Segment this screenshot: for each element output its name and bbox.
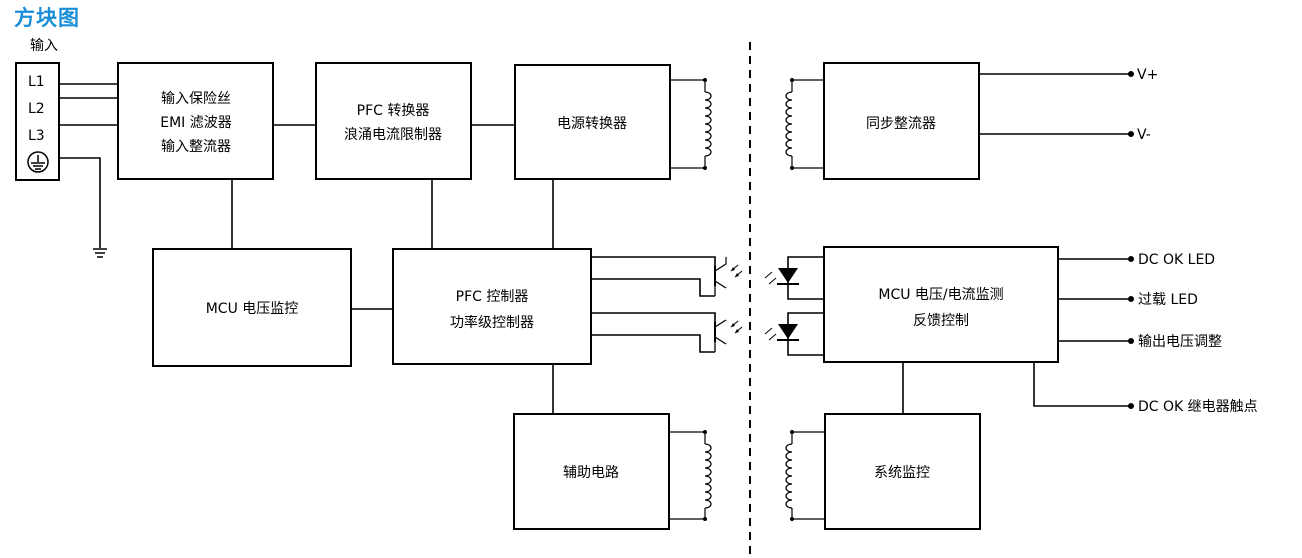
block-aux-circuit bbox=[513, 413, 670, 530]
page-title: 方块图 bbox=[14, 6, 80, 30]
optocoupler-2 bbox=[591, 312, 824, 356]
output-dc-ok-relay: DC OK 继电器触点 bbox=[1138, 399, 1258, 415]
block-pfc-controller-line2: 功率级控制器 bbox=[450, 314, 534, 331]
block-input-fuse-line2: EMI 滤波器 bbox=[160, 115, 232, 131]
chassis-ground-icon bbox=[93, 248, 107, 258]
output-vminus: V- bbox=[1137, 127, 1151, 143]
optocoupler-1 bbox=[591, 256, 824, 300]
block-pfc-converter-line1: PFC 转换器 bbox=[357, 102, 430, 119]
earth-ground-icon bbox=[27, 151, 49, 173]
block-sync-rectifier bbox=[823, 62, 980, 180]
input-l2: L2 bbox=[28, 101, 45, 117]
block-mcu-feedback-line2: 反馈控制 bbox=[913, 313, 969, 329]
input-l3: L3 bbox=[28, 128, 45, 144]
block-mcu-voltage-line1: MCU 电压监控 bbox=[206, 301, 299, 317]
main-transformer bbox=[670, 78, 824, 170]
block-power-converter-line1: 电源转换器 bbox=[557, 115, 627, 132]
block-mcu-voltage bbox=[152, 248, 352, 367]
block-mcu-feedback bbox=[823, 246, 1059, 363]
block-system-monitor bbox=[824, 413, 981, 530]
block-input-fuse-line3: 输入整流器 bbox=[161, 139, 231, 155]
output-dc-ok-led: DC OK LED bbox=[1138, 252, 1215, 268]
block-pfc-converter-line2: 浪涌电流限制器 bbox=[344, 127, 442, 143]
block-power-converter bbox=[514, 64, 671, 180]
block-pfc-controller bbox=[392, 248, 592, 365]
output-voltage-adjust: 输出电压调整 bbox=[1138, 334, 1222, 350]
input-l1: L1 bbox=[28, 74, 45, 90]
block-pfc-converter bbox=[315, 62, 472, 180]
output-vplus: V+ bbox=[1137, 67, 1158, 83]
block-aux-circuit-line1: 辅助电路 bbox=[563, 465, 619, 481]
block-input-fuse-line1: 输入保险丝 bbox=[161, 91, 231, 107]
output-overload-led: 过载 LED bbox=[1138, 292, 1198, 308]
block-input-fuse bbox=[117, 62, 274, 180]
aux-transformer bbox=[669, 430, 825, 521]
block-mcu-feedback-line1: MCU 电压/电流监测 bbox=[878, 287, 1003, 303]
input-label: 输入 bbox=[30, 38, 58, 54]
block-sync-rectifier-line1: 同步整流器 bbox=[866, 116, 936, 132]
block-system-monitor-line1: 系统监控 bbox=[874, 465, 930, 481]
block-pfc-controller-line1: PFC 控制器 bbox=[456, 289, 529, 305]
